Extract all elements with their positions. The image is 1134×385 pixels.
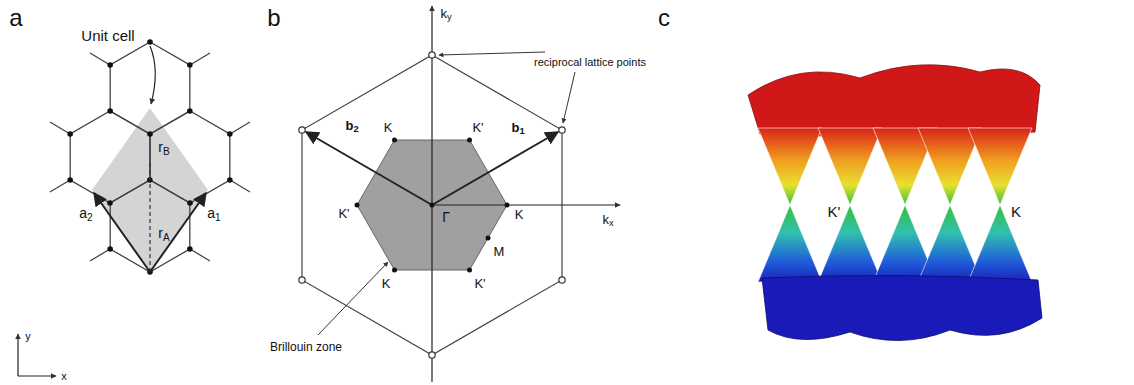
lower-cone [918,205,982,282]
atom [187,246,193,252]
label: rB [158,140,169,155]
bond-stub [50,180,70,192]
label: K [382,277,391,291]
label: a1 [207,206,220,221]
bond-stub [90,53,110,65]
atom [107,108,113,114]
panel-letter: b [267,5,280,31]
atom [147,131,153,137]
atom [187,200,193,206]
label: K' [828,204,841,221]
band-structure [748,65,1042,341]
lower-cone [968,205,1032,282]
upper-cone [818,128,882,205]
label: y [25,330,31,342]
label: b2 [345,119,358,133]
lower-cone [758,205,822,282]
label: kx [602,213,613,227]
label: K' [472,121,483,135]
atom [67,131,73,137]
reciprocal-vectors [306,132,558,205]
atom [227,131,233,137]
honeycomb-lattice [50,42,250,272]
label: M [494,245,505,259]
bond-stub [230,122,250,134]
label: Unit cell [81,28,134,45]
atom [107,246,113,252]
atom [107,200,113,206]
atom [227,177,233,183]
label: ky [440,7,451,21]
label: Γ [442,210,450,225]
label: b1 [511,121,524,135]
unit-cell [92,108,208,272]
bond-stub [90,249,110,261]
bond-stub [190,53,210,65]
lattice-points [299,52,565,358]
hexagon [110,42,190,134]
upper-cone [758,128,822,205]
label: Brillouin zone [270,341,342,354]
atom [187,62,193,68]
bond-stub [50,122,70,134]
label: K' [338,207,349,221]
bond-stub [230,180,250,192]
lattice-atoms [67,39,232,275]
label: K' [474,277,485,291]
label: K [1011,204,1021,221]
atom [107,62,113,68]
hexagon [150,111,230,203]
lattice-vectors [94,46,206,272]
label: a2 [79,206,92,221]
label: rA [158,226,169,241]
atom [67,177,73,183]
upper-cone [968,128,1032,205]
hexagon [70,111,150,203]
panel-letter: a [9,5,22,31]
bond-stub [190,249,210,261]
axes [18,334,56,376]
leader-lines [318,52,575,335]
upper-cone [918,128,982,205]
label: K [384,121,393,135]
bz-points [355,138,510,273]
atom [187,108,193,114]
panel-letter: c [658,5,670,31]
label: reciprocal lattice points [534,56,646,68]
label: K [515,208,524,222]
atom [147,39,153,45]
label: x [61,370,67,382]
